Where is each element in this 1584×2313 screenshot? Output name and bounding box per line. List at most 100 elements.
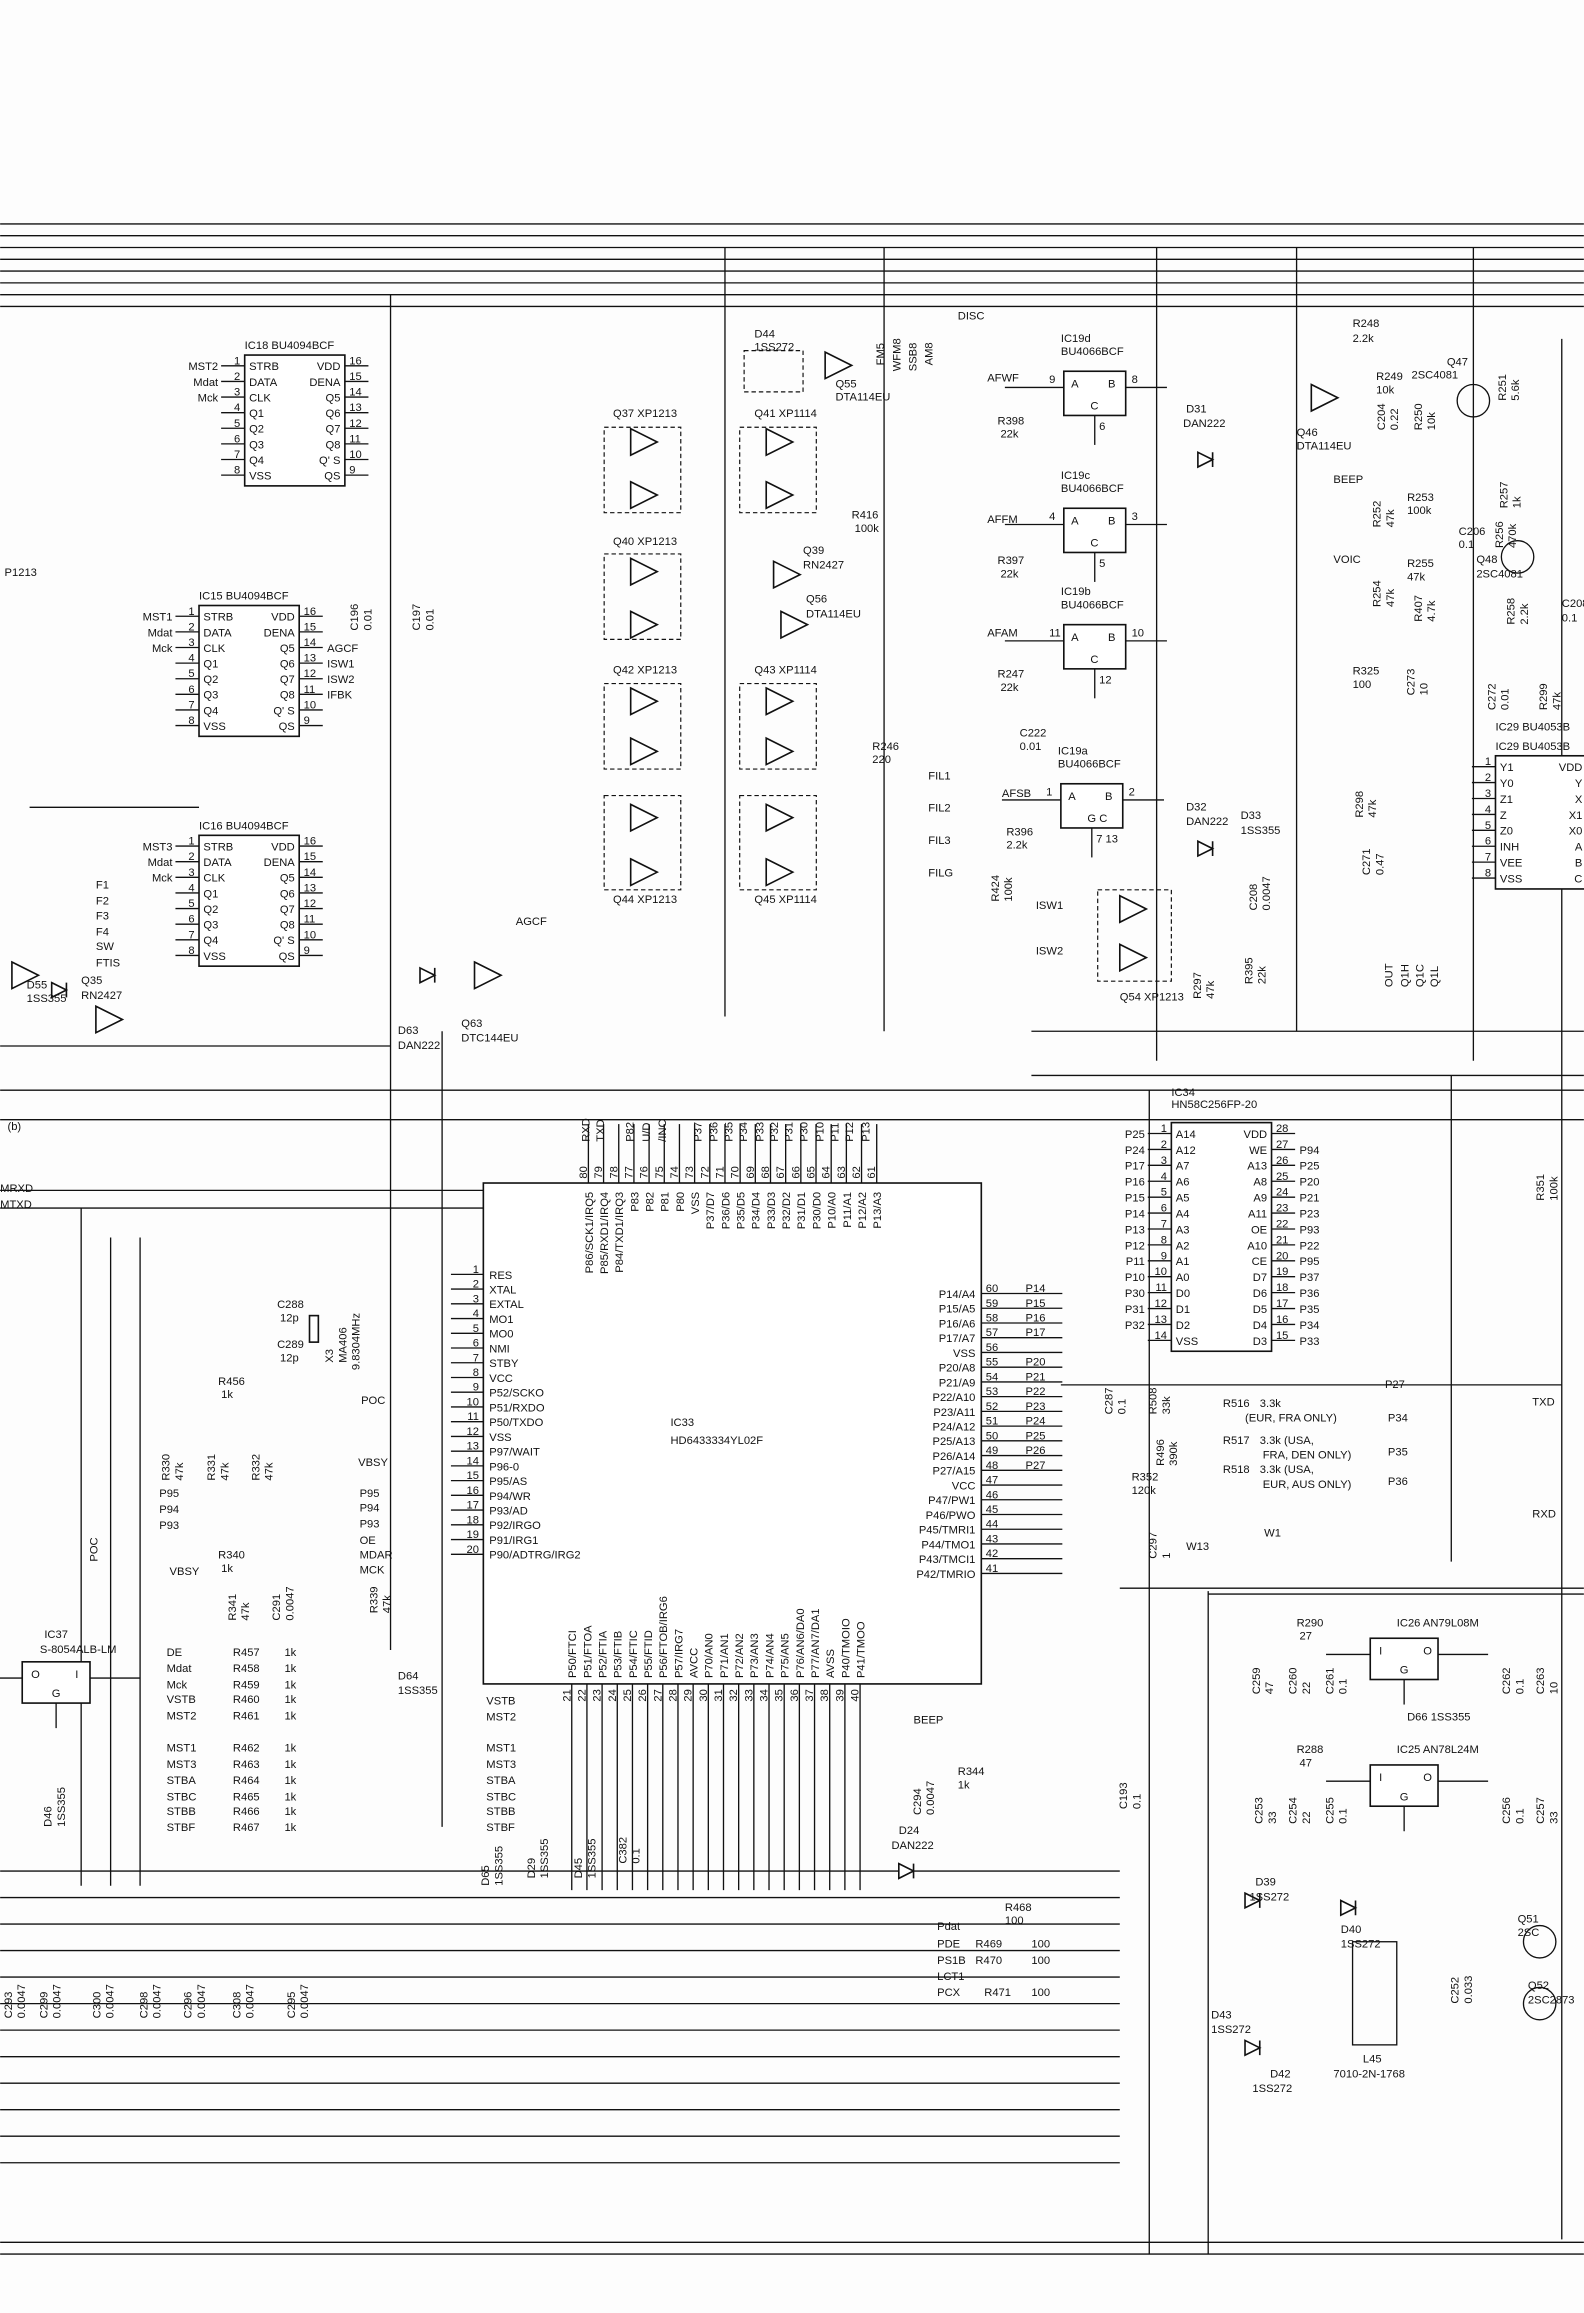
ic34-pin-number: 10 (1154, 1266, 1166, 1278)
ic29-pin-label: X0 (1569, 826, 1583, 838)
ic33-pin-number: 32 (728, 1689, 740, 1701)
ic34-body (1170, 1121, 1273, 1353)
buffer-amplifier-icon (95, 1004, 125, 1035)
component-label: MDAR (360, 1550, 393, 1562)
ic29-pin-label: Y (1575, 778, 1583, 790)
buffer-amplifier-icon (1118, 894, 1149, 924)
component-label: STBF (486, 1822, 515, 1834)
component-label: 5.6k (1510, 379, 1522, 401)
component-label: Mdat (167, 1663, 193, 1675)
component-label: 1k (284, 1775, 296, 1787)
ic34-net-label: P34 (1300, 1320, 1320, 1332)
ic34-pin-label: D5 (1253, 1304, 1267, 1316)
component-label: 470k (1507, 523, 1519, 548)
ic34-pin-label: VDD (1243, 1129, 1267, 1141)
component-label: IC29 BU4053B (1495, 722, 1570, 734)
ic34-pin-label: A5 (1176, 1193, 1190, 1205)
ic16-pin-number: 7 (188, 929, 194, 941)
component-label: R463 (233, 1759, 260, 1771)
switch-pin-label: C (1090, 538, 1098, 550)
component-label: DAN222 (1186, 816, 1228, 828)
component-label: R250 (1413, 403, 1425, 430)
component-label: R464 (233, 1775, 260, 1787)
switch-pin-label: C (1090, 654, 1098, 666)
component-label: 47k (1385, 589, 1397, 607)
regulator-pin-label: G (52, 1688, 61, 1700)
component-label: C272 (1486, 683, 1498, 710)
buffer-amplifier-icon (780, 610, 810, 640)
component-label: 100 (1031, 1955, 1050, 1967)
ic34-net-label: P13 (1125, 1224, 1145, 1236)
ic16-pin-label: VDD (271, 842, 295, 854)
ic33-pin-number: 74 (669, 1166, 681, 1178)
component-label: Q41 XP1114 (754, 408, 816, 420)
ic33-pin-number: 64 (821, 1166, 833, 1178)
diode-icon (1197, 839, 1215, 858)
component-label: PCX (937, 1987, 961, 1999)
component-label: 47k (1551, 692, 1563, 710)
ic15-net-label: Mck (152, 643, 173, 655)
ic16-pin-number: 10 (304, 929, 316, 941)
ic18-pin-number: 16 (349, 355, 361, 367)
ic29-pin-label: X (1575, 794, 1583, 806)
ic16-ref: IC16 BU4094BCF (199, 820, 289, 832)
component-label: VBSY (358, 1457, 388, 1469)
component-label: DTC144EU (461, 1033, 518, 1045)
component-label: F4 (96, 927, 109, 939)
component-label: FIL1 (928, 770, 950, 782)
ic33-pin-label: P20/A8 (939, 1363, 976, 1375)
component-label: PDE (937, 1939, 960, 1951)
component-label: 47k (240, 1602, 252, 1620)
buffer-amplifier-icon (772, 559, 802, 590)
ic16-pin-label: Q4 (203, 935, 218, 947)
device-outline (739, 426, 817, 514)
component-label: 1SS355 (586, 1839, 598, 1879)
component-label: 27 (1300, 1631, 1312, 1643)
ic18-pin-label: VDD (317, 361, 341, 373)
ic29-pin-number: 7 (1485, 852, 1491, 864)
component-label: R298 (1354, 791, 1366, 818)
ic33-pin-label: VSS (489, 1432, 511, 1444)
component-label: OUT (1383, 963, 1395, 987)
ic15-pin-label: STRB (203, 612, 233, 624)
ic33-pin-label: P26/A14 (932, 1451, 975, 1463)
component-label: FRA, DEN ONLY) (1263, 1450, 1352, 1462)
ic18-net-label: Mck (198, 392, 219, 404)
ic15-pin-label: Q7 (280, 674, 295, 686)
component-label: P35 (723, 1122, 735, 1142)
component-label: 1SS272 (754, 342, 794, 354)
component-label: Q40 XP1213 (613, 536, 677, 548)
component-label: IC25 AN78L24M (1397, 1744, 1479, 1756)
ic15-pin-label: DENA (264, 627, 296, 639)
component-label: VSTB (486, 1696, 515, 1708)
component-label: R351 (1535, 1174, 1547, 1201)
component-label: 2SC (1518, 1927, 1540, 1939)
component-label: 1k (284, 1663, 296, 1675)
ic33-pin-number: 4 (473, 1308, 479, 1320)
ic33-pin-label: P25/A13 (932, 1436, 975, 1448)
ic33-pin-number: 72 (699, 1166, 711, 1178)
ic29-pin-number: 4 (1485, 804, 1491, 816)
ic18-pin-label: Q7 (326, 424, 341, 436)
ic33-pin-number: 68 (760, 1166, 772, 1178)
ic33-pin-label: P37/D7 (705, 1192, 717, 1229)
component-label: MCK (360, 1564, 385, 1576)
switch-pin-label: C (1090, 401, 1098, 413)
ic15-pin-label: QS (279, 721, 295, 733)
buffer-amplifier-icon (765, 480, 795, 510)
ic34-pin-number: 25 (1276, 1171, 1288, 1183)
component-label: 1SS355 (56, 1787, 68, 1827)
component-label: R457 (233, 1647, 260, 1659)
component-label: W1 (1264, 1528, 1281, 1540)
switch-ref: IC19a (1058, 745, 1089, 757)
component-label: VBSY (170, 1566, 200, 1578)
ic33-pin-number: 56 (986, 1342, 998, 1354)
component-label: C260 (1288, 1667, 1300, 1694)
ic34-pin-label: D0 (1176, 1288, 1190, 1300)
ic33-pin-number: 9 (473, 1382, 479, 1394)
component-label: R248 (1353, 318, 1380, 330)
component-label: ISW1 (1036, 900, 1063, 912)
ic29-ref: IC29 BU4053B (1495, 741, 1570, 753)
ic33-pin-label: P94/WR (489, 1491, 531, 1503)
ic33-pin-number: 63 (836, 1166, 848, 1178)
